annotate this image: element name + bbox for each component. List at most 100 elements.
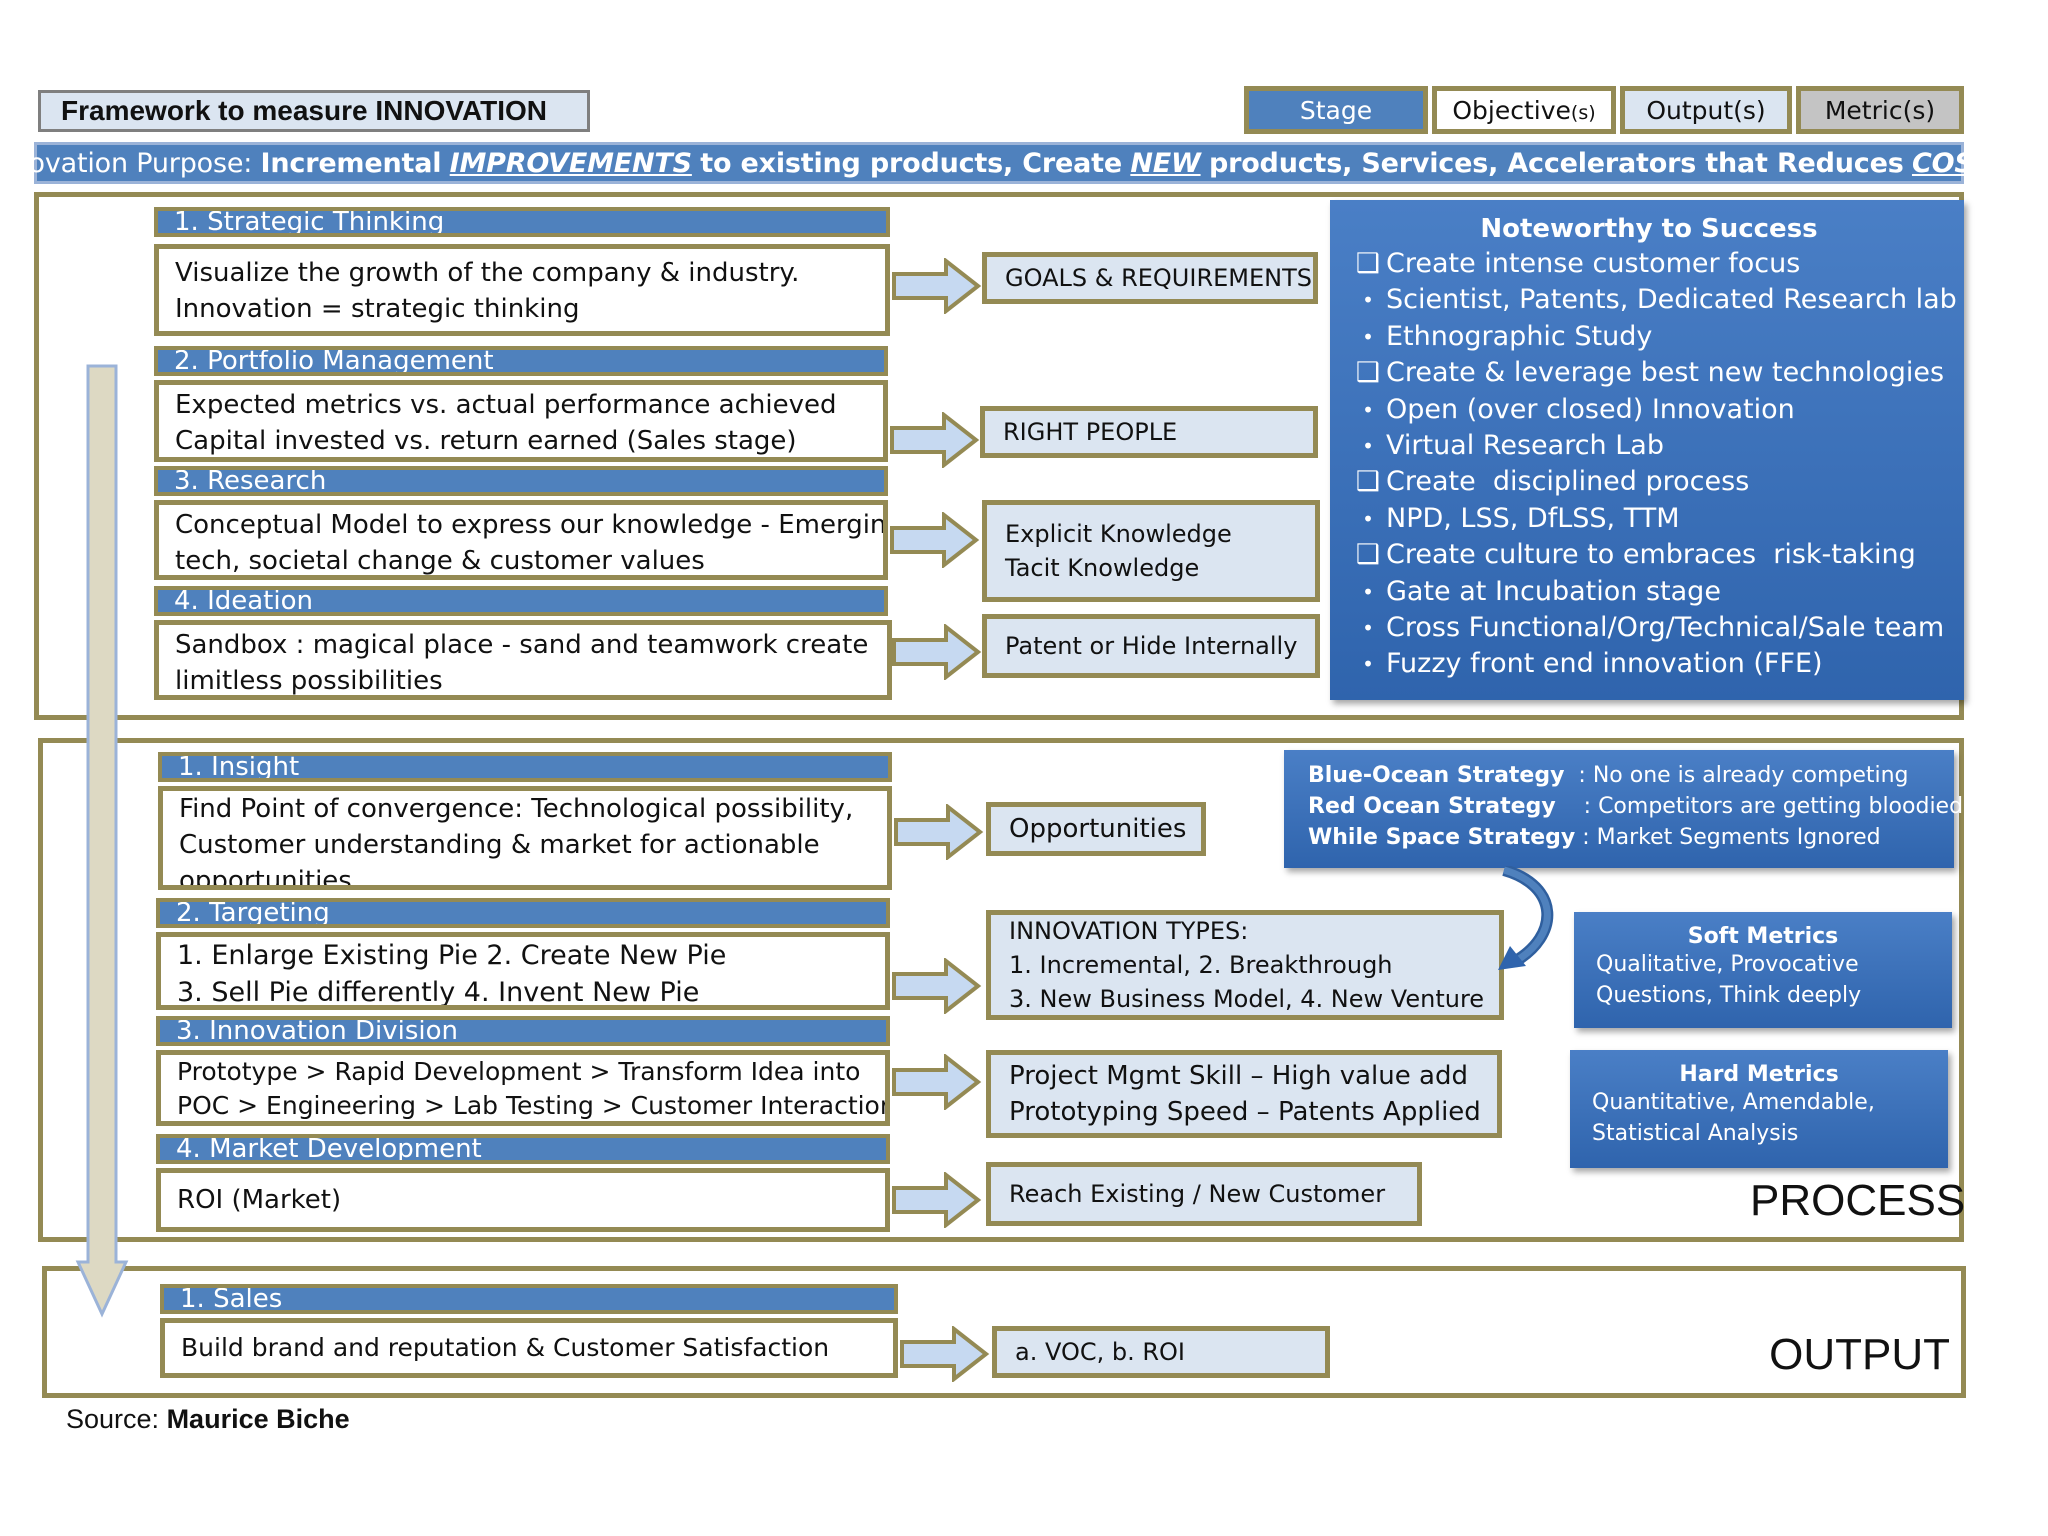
stage-label: 4. Market Development [176,1134,482,1164]
hard-metrics-line: Statistical Analysis [1592,1121,1799,1146]
stage-ideation: 4. Ideation [154,586,888,616]
noteworthy-item-text: Create disciplined process [1386,466,1750,498]
noteworthy-item-text: Create intense customer focus [1386,248,1801,279]
soft-metrics-panel: Soft Metrics Qualitative, Provocative Qu… [1574,912,1952,1028]
stage-label: 4. Ideation [174,586,313,616]
output-line: Explicit Knowledge [1005,520,1232,548]
strategy-desc: : Market Segments Ignored [1575,825,1881,850]
objective-line: ROI (Market) [177,1185,342,1215]
legend-output: Output(s) [1620,86,1792,134]
purpose-part1: Incremental [260,147,442,179]
stage-research: 3. Research [154,466,888,496]
output-line: 1. Incremental, 2. Breakthrough [1009,951,1393,979]
bullet-icon: • [1362,397,1374,422]
output-line: Prototyping Speed – Patents Applied [1009,1097,1481,1127]
strategy-name: Red Ocean Strategy [1308,794,1556,819]
output-right-people: RIGHT PEOPLE [980,406,1318,458]
right-arrow-icon [892,1054,982,1110]
objective-sales: Build brand and reputation & Customer Sa… [160,1318,898,1378]
objective-line: Build brand and reputation & Customer Sa… [181,1333,830,1362]
purpose-new: NEW [1130,147,1201,179]
process-label: PROCESS [1750,1176,1966,1225]
checkbox-bullet-icon: ❑ [1355,357,1381,389]
objective-innovation-division: Prototype > Rapid Development > Transfor… [156,1050,890,1126]
output-line: Opportunities [1009,814,1187,844]
strategy-row: Blue-Ocean Strategy : No one is already … [1308,760,1954,791]
objective-strategic-thinking: Visualize the growth of the company & in… [154,244,890,336]
right-arrow-icon [892,958,982,1014]
purpose-prefix: Innovation Purpose: [0,147,253,179]
objective-line: Conceptual Model to express our knowledg… [175,510,888,540]
output-patent: Patent or Hide Internally [982,614,1320,678]
objective-line: 1. Enlarge Existing Pie 2. Create New Pi… [177,940,727,971]
bullet-icon: • [1362,506,1374,531]
noteworthy-item-text: Cross Functional/Org/Technical/Sale team [1386,612,1945,644]
noteworthy-list: ❑Create intense customer focus•Scientist… [1350,246,1957,683]
output-line: RIGHT PEOPLE [1003,418,1178,446]
stage-label: 2. Targeting [176,898,330,928]
objective-line: limitless possibilities [175,666,443,696]
objective-line: Innovation = strategic thinking [175,294,580,324]
output-reach-customer: Reach Existing / New Customer [986,1162,1422,1226]
soft-metrics-line: Qualitative, Provocative [1596,952,1859,977]
page-title-text: Framework to measure INNOVATION [61,95,547,126]
stage-insight: 1. Insight [158,752,892,782]
objective-line: 3. Sell Pie differently 4. Invent New Pi… [177,977,700,1008]
output-line: a. VOC, b. ROI [1015,1338,1186,1366]
output-line: Tacit Knowledge [1005,554,1200,582]
objective-research: Conceptual Model to express our knowledg… [154,500,888,580]
noteworthy-item: • Scientist, Patents, Dedicated Research … [1350,282,1957,318]
stage-sales: 1. Sales [160,1284,898,1314]
soft-metrics-title: Soft Metrics [1687,924,1839,949]
source-prefix: Source: [66,1404,167,1434]
output-line: INNOVATION TYPES: [1009,917,1249,945]
bullet-icon: • [1362,579,1374,604]
output-opportunities: Opportunities [986,802,1206,856]
objective-line: Expected metrics vs. actual performance … [175,390,837,420]
legend-stage-label: Stage [1299,95,1373,125]
stage-label: 1. Sales [180,1284,283,1314]
objective-market-development: ROI (Market) [156,1168,890,1232]
output-label: OUTPUT [1769,1330,1950,1379]
stage-targeting: 2. Targeting [156,898,890,928]
output-line: 3. New Business Model, 4. New Venture [1009,985,1485,1013]
hard-metrics-title: Hard Metrics [1679,1062,1839,1087]
right-arrow-icon [894,804,984,860]
soft-metrics-line: Questions, Think deeply [1596,983,1862,1008]
innovation-purpose-bar: Innovation Purpose: Incremental IMPROVEM… [0,142,2011,184]
bullet-icon: • [1362,652,1374,677]
noteworthy-item: ❑Create culture to embraces risk-taking [1350,537,1948,573]
flow-down-arrow [75,364,129,1318]
noteworthy-item-text: Virtual Research Lab [1386,430,1664,462]
right-arrow-icon [900,1326,990,1382]
noteworthy-item: • Ethnographic Study [1350,319,1948,355]
noteworthy-item-text: Ethnographic Study [1386,320,1653,352]
checkbox-bullet-icon: ❑ [1355,539,1381,571]
ocean-strategy-panel: Blue-Ocean Strategy : No one is already … [1284,750,1963,868]
output-line: Reach Existing / New Customer [1009,1180,1386,1208]
curved-arrow-icon [1498,866,1554,970]
purpose-costs: COSTS [1911,147,2012,179]
strategy-row: Red Ocean Strategy : Competitors are get… [1308,791,1963,822]
noteworthy-item-text: Open (over closed) Innovation [1386,393,1795,425]
right-arrow-icon [890,412,980,468]
stage-label: 1. Strategic Thinking [174,207,445,237]
strategy-name: Blue-Ocean Strategy [1308,763,1565,788]
output-line: Project Mgmt Skill – High value add [1009,1061,1468,1091]
noteworthy-item: ❑Create intense customer focus [1350,246,1948,282]
noteworthy-item: •Gate at Incubation stage [1350,574,1948,610]
bullet-icon: • [1362,324,1374,349]
legend-objective-label: Objective [1452,95,1571,125]
strategy-row: While Space Strategy : Market Segments I… [1308,822,1954,853]
output-line: Patent or Hide Internally [1005,632,1298,660]
right-arrow-icon [890,512,980,568]
bullet-icon: • [1362,288,1374,313]
noteworthy-item-text: Scientist, Patents, Dedicated Research l… [1386,284,1957,316]
objective-insight: Find Point of convergence: Technological… [158,786,892,890]
objective-line: opportunities. [179,866,361,890]
noteworthy-item-text: Create & leverage best new technologies [1386,357,1945,389]
objective-portfolio-management: Expected metrics vs. actual performance … [154,380,888,462]
stage-label: 2. Portfolio Management [174,346,494,376]
objective-line: tech, societal change & customer values [175,546,705,576]
purpose-improvements: IMPROVEMENTS [449,147,692,179]
